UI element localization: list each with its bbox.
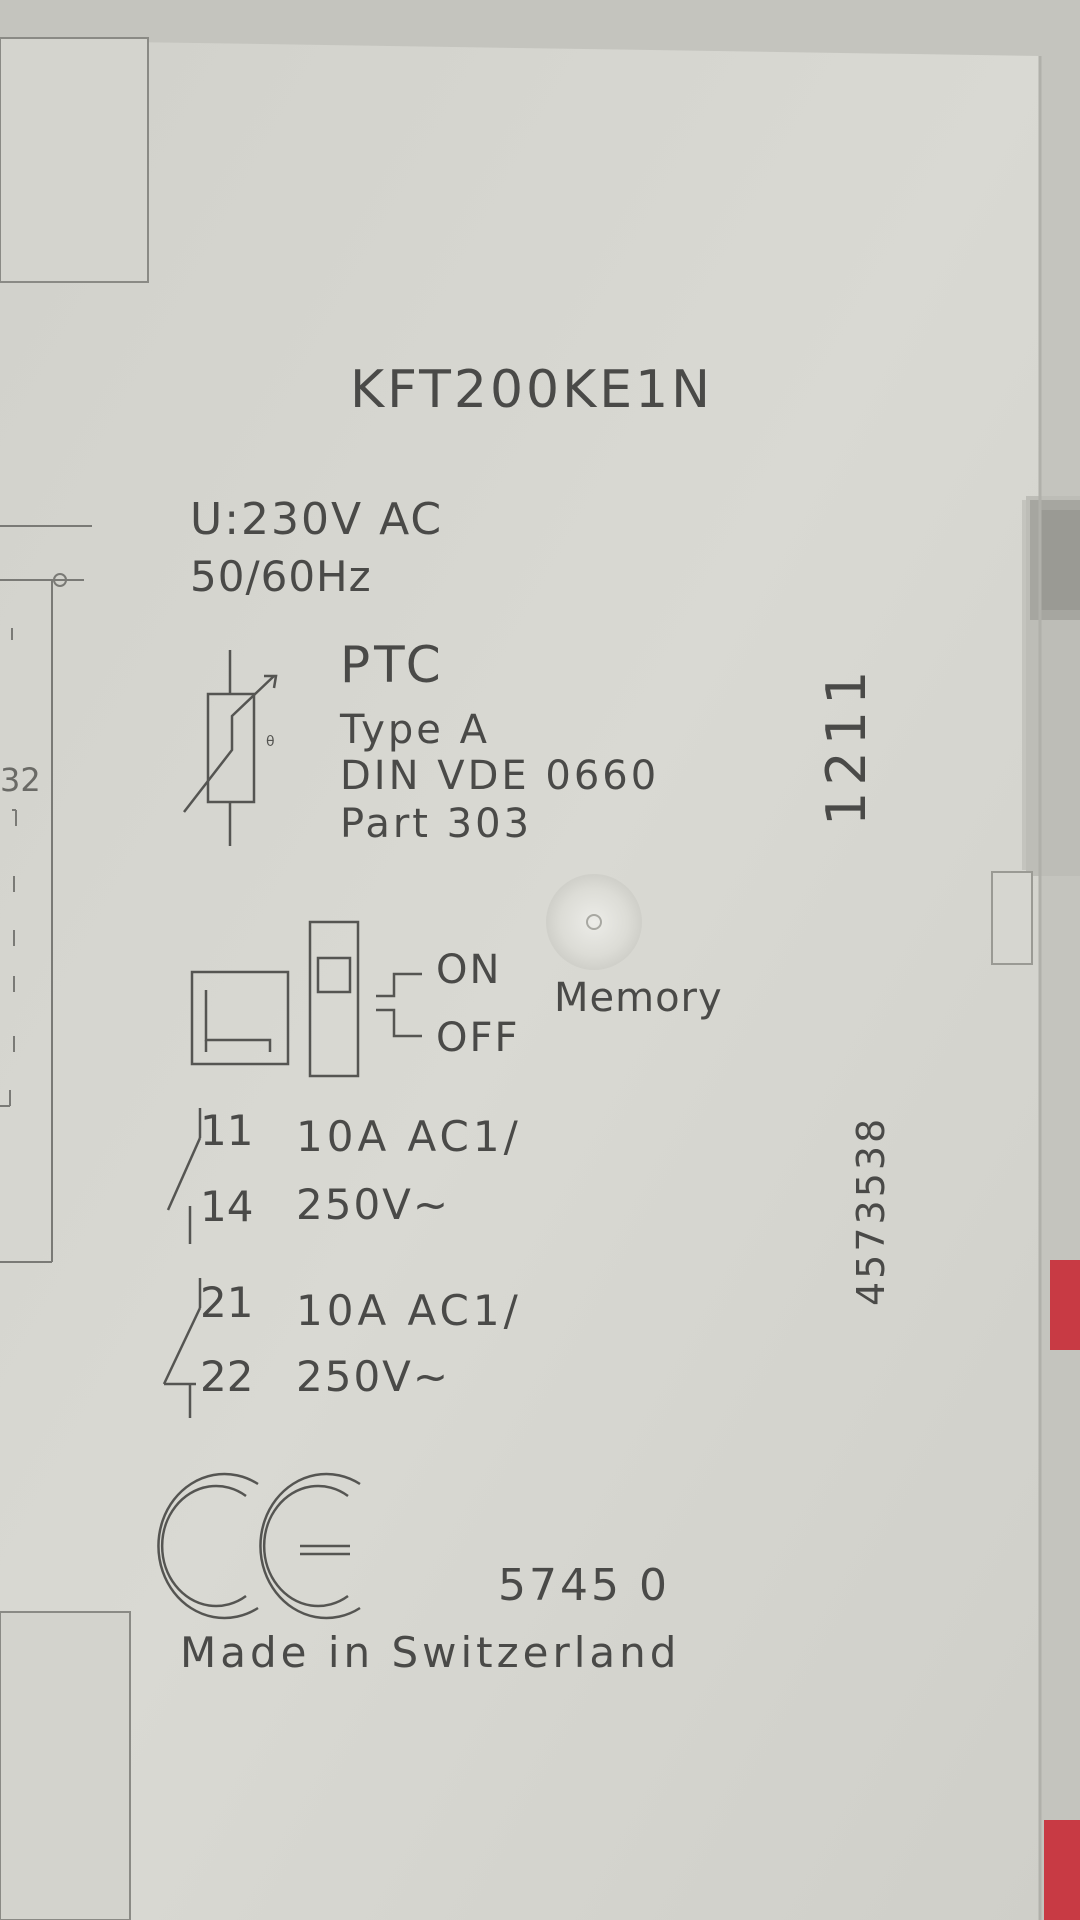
switch-off-label: OFF (436, 1015, 520, 1061)
switch-on-label: ON (436, 947, 502, 993)
ptc-thermistor-icon: θ (183, 650, 278, 846)
date-code: 1211 (815, 664, 878, 826)
supply-frequency: 50/60Hz (190, 552, 372, 601)
terminal-21: 21 (200, 1278, 254, 1327)
bottom-window (0, 1611, 131, 1920)
sensor-part: Part 303 (340, 801, 533, 847)
contact-1-rating-line2: 250V~ (296, 1180, 451, 1229)
sensor-name: PTC (340, 636, 445, 694)
contact-1-rating-line1: 10A AC1/ (296, 1112, 522, 1161)
contact-2-rating-line2: 250V~ (296, 1352, 451, 1401)
terminal-14: 14 (200, 1182, 254, 1231)
red-latch (1050, 1260, 1080, 1350)
sensor-standard: DIN VDE 0660 (340, 753, 660, 799)
side-edge-text: 32 (0, 761, 41, 799)
ce-mark-icon (157, 1472, 361, 1620)
sensor-type: Type A (340, 707, 490, 753)
side-wiring-diagram (0, 525, 92, 1263)
approval-code: 5745 0 (498, 1560, 670, 1611)
supply-voltage: U:230V AC (190, 494, 444, 545)
no-contact-icon (166, 1108, 202, 1244)
relay-box-icon (190, 970, 290, 1066)
contact-2-rating-line1: 10A AC1/ (296, 1286, 522, 1335)
terminal-11: 11 (200, 1106, 254, 1155)
red-latch-bottom (1044, 1820, 1080, 1920)
memory-label: Memory (554, 975, 723, 1021)
dip-switch-icon (308, 920, 422, 1078)
model-number: KFT200KE1N (350, 360, 714, 420)
serial-number: 4573538 (849, 1115, 893, 1306)
right-rail (991, 56, 1080, 1920)
nc-contact-icon (162, 1278, 202, 1418)
origin-text: Made in Switzerland (180, 1628, 681, 1677)
svg-text:θ: θ (266, 734, 275, 750)
molded-dimple (546, 874, 642, 970)
terminal-22: 22 (200, 1352, 254, 1401)
top-window (0, 37, 149, 283)
